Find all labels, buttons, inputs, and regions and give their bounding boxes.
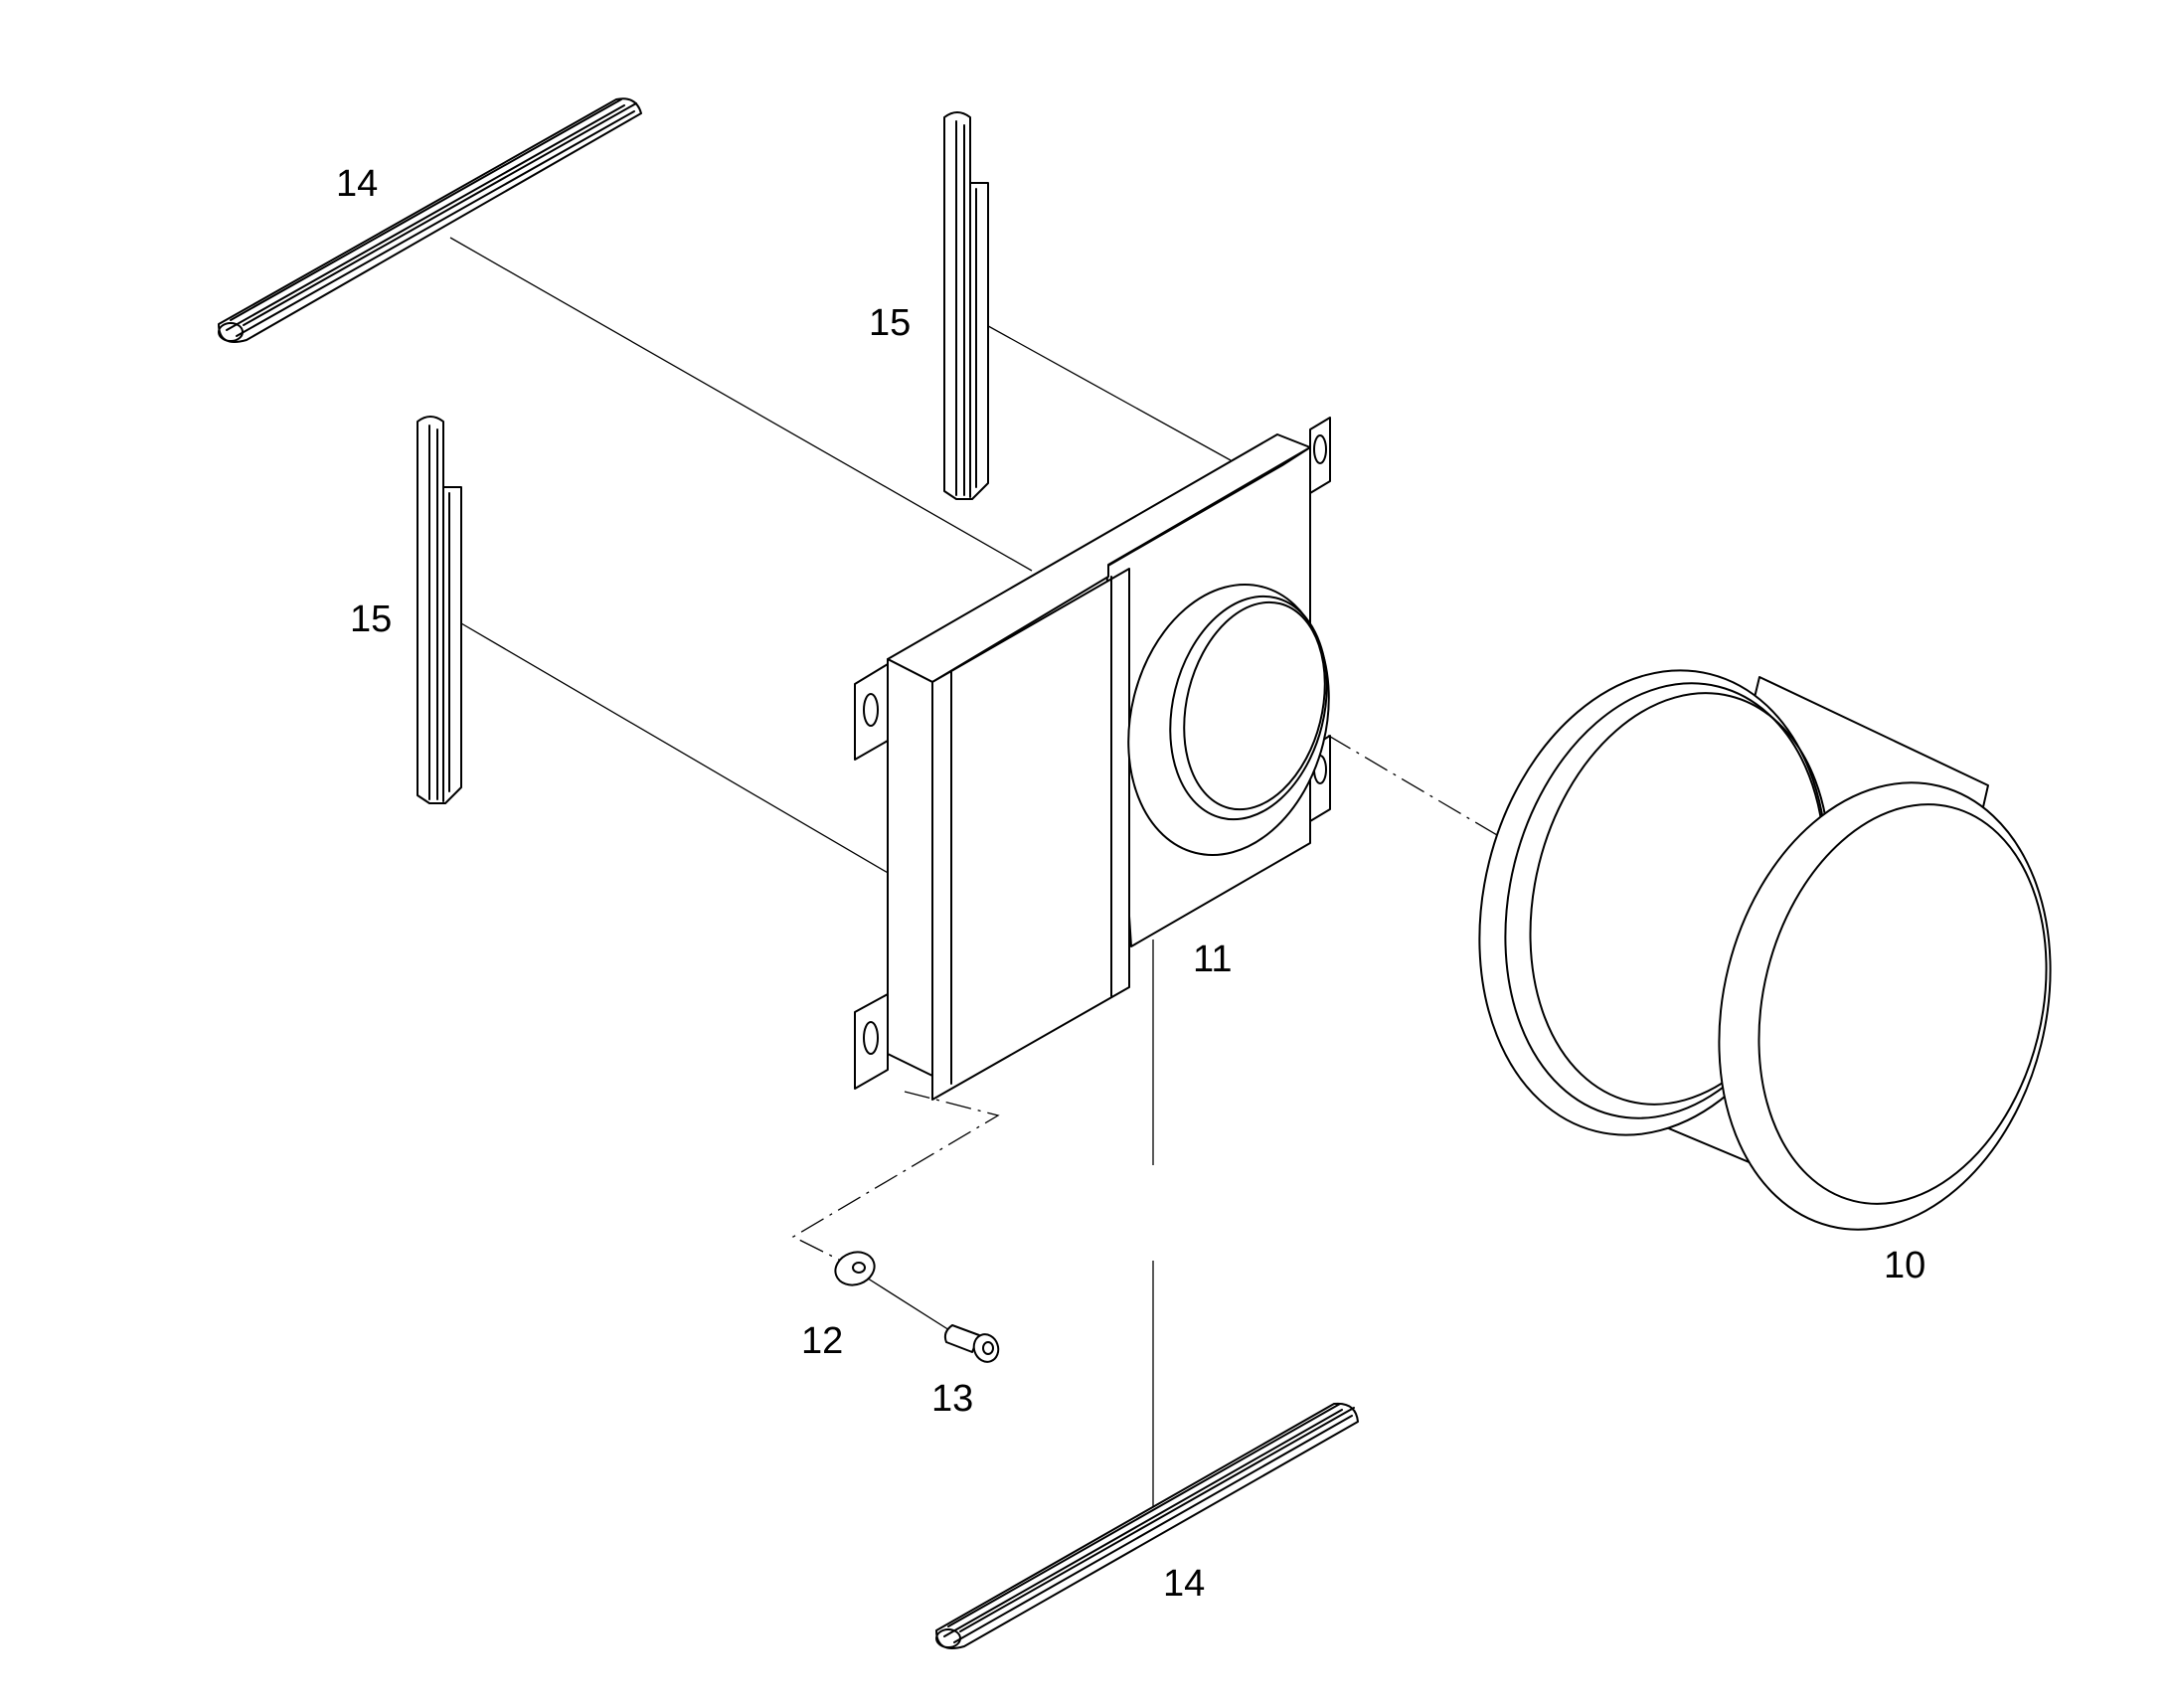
label-filter: 10	[1884, 1245, 1926, 1286]
strip-middle	[943, 111, 989, 500]
label-housing: 11	[1193, 939, 1233, 980]
label-strip-middle: 15	[869, 302, 912, 344]
label-washer: 12	[801, 1320, 844, 1362]
label-rail-bottom: 14	[1163, 1563, 1206, 1605]
label-screw: 13	[931, 1378, 974, 1420]
rail-bottom	[935, 1402, 1359, 1649]
filter	[1478, 669, 2052, 1231]
rail-top	[218, 97, 642, 343]
label-strip-left: 15	[350, 598, 393, 640]
label-rail-top: 14	[336, 163, 379, 205]
housing	[854, 417, 1331, 1101]
strip-left	[417, 416, 462, 804]
washer	[834, 1251, 876, 1286]
screw	[943, 1324, 1000, 1363]
